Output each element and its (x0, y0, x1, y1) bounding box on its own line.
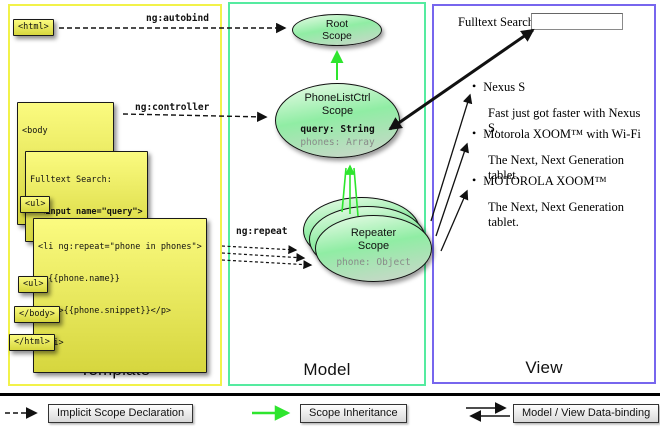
view-item-title: Motorola XOOM™ with Wi-Fi (483, 127, 641, 141)
view-item-xoom: • MOTOROLA XOOM™ The Next, Next Generati… (472, 174, 650, 230)
view-item-xoom-wifi: • Motorola XOOM™ with Wi-Fi The Next, Ne… (472, 127, 650, 183)
code-ul-open: <ul> (20, 196, 51, 213)
view-search-input[interactable] (531, 13, 623, 30)
code-line: Fulltext Search: (30, 175, 112, 186)
root-scope-ellipse: Root Scope (292, 14, 382, 46)
code-line: <body (22, 126, 48, 137)
code-line: <ul> (25, 199, 46, 209)
model-panel: Model (228, 2, 426, 386)
label-ng-controller: ng:controller (135, 102, 210, 113)
scope-prop-phone: phone: Object (336, 257, 411, 269)
legend-model-view-binding: Model / View Data-binding (513, 404, 660, 423)
label-ng-autobind: ng:autobind (146, 13, 209, 24)
scope-name: PhoneListCtrl (304, 92, 371, 105)
code-ul-close: <ul> (18, 276, 49, 293)
code-line: <p>{{phone.snippet}}</p> (38, 306, 172, 316)
scope-name: Root (325, 17, 349, 30)
scope-name: Scope (322, 30, 352, 42)
view-item-desc: The Next, Next Generation tablet. (488, 200, 625, 229)
code-line: </li> (38, 338, 202, 349)
view-item-title: Nexus S (483, 80, 526, 94)
view-search-label: Fulltext Search: (458, 15, 538, 29)
view-item-desc: The Next, Next Generation tablet. (488, 153, 625, 182)
view-panel-title: View (525, 358, 563, 377)
bullet-icon: • (472, 126, 477, 140)
code-line: </html> (14, 337, 50, 347)
scope-name: Repeater (350, 227, 397, 240)
legend-implicit-scope: Implicit Scope Declaration (48, 404, 194, 423)
bullet-icon: • (472, 173, 477, 187)
code-line: {{phone.name}} (38, 274, 120, 285)
scope-name: Scope (321, 104, 354, 117)
code-line: </body> (19, 309, 55, 319)
bullet-icon: • (472, 79, 477, 93)
repeater-scope-ellipse: Repeater Scope phone: Object (315, 215, 432, 282)
scope-name: Scope (357, 239, 390, 252)
code-line: <ul> (23, 279, 44, 289)
phonelistctrl-scope-ellipse: PhoneListCtrl Scope query: String phones… (275, 83, 400, 158)
model-panel-title: Model (303, 360, 351, 379)
scope-prop-query: query: String (300, 124, 375, 136)
code-line: <input name="query"> (30, 207, 143, 218)
code-html-open: <html> (13, 19, 54, 36)
code-line: <li ng:repeat="phone in phones"> (38, 242, 202, 253)
view-item-title: MOTOROLA XOOM™ (483, 174, 607, 188)
separator-line (0, 393, 660, 396)
scope-prop-phones: phones: Array (300, 136, 375, 148)
code-html-close: </html> (9, 334, 55, 351)
legend-scope-inheritance: Scope Inheritance (300, 404, 407, 423)
label-ng-repeat: ng:repeat (236, 226, 288, 237)
code-body-close: </body> (14, 306, 60, 323)
code-li-repeat: <li ng:repeat="phone in phones"> {{phone… (33, 218, 207, 373)
code-line: <html> (18, 22, 49, 32)
